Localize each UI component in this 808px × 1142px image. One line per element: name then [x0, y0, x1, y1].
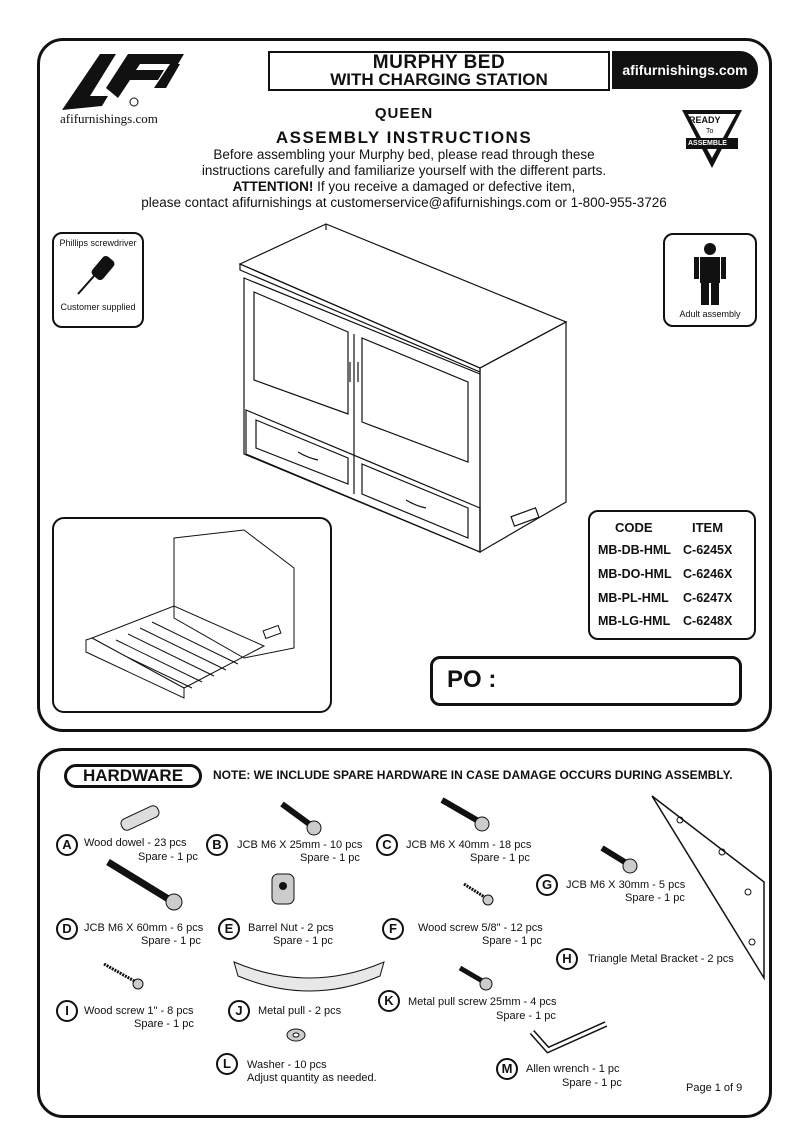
metal-pull-icon [233, 961, 385, 992]
item-b-spare: Spare - 1 pc [300, 852, 360, 864]
badge-k: K [378, 990, 400, 1012]
po-field[interactable]: PO : [430, 656, 742, 706]
ready-to-assemble-badge [682, 110, 742, 168]
hardware-note: NOTE: WE INCLUDE SPARE HARDWARE IN CASE … [213, 768, 733, 782]
logo-text: afifurnishings.com [60, 111, 158, 126]
tool-supply: Customer supplied [60, 302, 136, 312]
item-a-spare: Spare - 1 pc [138, 851, 198, 863]
item-d-spare: Spare - 1 pc [141, 935, 201, 947]
item-row-3: C-6247X [683, 591, 733, 605]
open-bed-frame [52, 517, 332, 713]
pull-screw-icon [458, 965, 493, 991]
item-header: ITEM [692, 520, 724, 535]
item-row-4: C-6248X [683, 614, 733, 628]
code-row-2: MB-DO-HML [598, 567, 672, 581]
badge-f: F [382, 918, 404, 940]
page-number: Page 1 of 9 [686, 1082, 743, 1094]
badge-g: G [536, 874, 558, 896]
badge-l: L [216, 1053, 238, 1075]
intro-line4: please contact afifurnishings at custome… [141, 195, 667, 210]
washer-icon [286, 1028, 306, 1042]
tool-box: Phillips screwdriver Customer supplied [52, 232, 144, 328]
attention-line: ATTENTION! If you receive a damaged or d… [0, 179, 808, 195]
code-table [588, 510, 756, 640]
item-e-spare: Spare - 1 pc [273, 935, 333, 947]
intro-line3: If you receive a damaged or defective it… [313, 179, 576, 194]
badge-to: To [706, 128, 714, 135]
bolt-30mm-icon [600, 845, 638, 874]
allen-wrench-icon [529, 1021, 608, 1054]
item-j-name: Metal pull - 2 pcs [258, 1005, 342, 1017]
item-i-spare: Spare - 1 pc [134, 1018, 194, 1030]
intro-line2: instructions carefully and familiarize y… [201, 163, 607, 178]
title-frame [268, 51, 610, 91]
item-k-name: Metal pull screw 25mm - 4 pcs [408, 996, 557, 1008]
hardware-panel [37, 748, 772, 1118]
screwdriver-icon [77, 255, 115, 295]
badge-ready: READY [689, 115, 721, 125]
assembly-heading: ASSEMBLY INSTRUCTIONS [275, 128, 533, 147]
size-label: QUEEN [374, 105, 434, 122]
adult-assembly-box: Adult assembly [663, 233, 757, 327]
barrel-nut-icon [271, 873, 295, 905]
triangle-bracket-icon [651, 795, 765, 981]
website-pill: afifurnishings.com [612, 51, 758, 89]
title-line1: MURPHY BED [372, 52, 506, 73]
item-i-name: Wood screw 1" - 8 pcs [84, 1005, 194, 1017]
badge-d: D [56, 918, 78, 940]
item-e-name: Barrel Nut - 2 pcs [248, 922, 334, 934]
item-b-name: JCB M6 X 25mm - 10 pcs [237, 839, 363, 851]
item-h-name: Triangle Metal Bracket - 2 pcs [588, 953, 734, 965]
item-l-name: Washer - 10 pcs [247, 1059, 327, 1071]
open-bed-illustration [85, 529, 295, 699]
item-m-name: Allen wrench - 1 pc [526, 1063, 620, 1075]
item-k-spare: Spare - 1 pc [496, 1010, 556, 1022]
item-g-name: JCB M6 X 30mm - 5 pcs [566, 879, 686, 891]
badge-a: A [56, 834, 78, 856]
instructions-panel [37, 38, 772, 732]
badge-c: C [376, 834, 398, 856]
adult-label: Adult assembly [679, 309, 741, 319]
murphy-cabinet-illustration [238, 223, 568, 554]
item-c-spare: Spare - 1 pc [470, 852, 530, 864]
bolt-25mm-icon [280, 801, 322, 836]
badge-i: I [56, 1000, 78, 1022]
badge-j: J [228, 1000, 250, 1022]
po-label: PO : [447, 666, 497, 693]
item-row-2: C-6246X [683, 567, 733, 581]
item-a-name: Wood dowel - 23 pcs [84, 837, 187, 849]
title-line2: WITH CHARGING STATION [330, 70, 548, 89]
item-l-spare: Adjust quantity as needed. [247, 1072, 377, 1084]
attention-label: ATTENTION! [232, 179, 314, 194]
item-f-name: Wood screw 5/8" - 12 pcs [418, 922, 543, 934]
code-header: CODE [615, 520, 653, 535]
afi-logo [62, 54, 184, 110]
item-m-spare: Spare - 1 pc [562, 1077, 622, 1089]
badge-assemble: ASSEMBLE [688, 140, 727, 147]
item-row-1: C-6245X [683, 543, 733, 557]
wood-screw-1in-icon [103, 962, 144, 990]
item-f-spare: Spare - 1 pc [482, 935, 542, 947]
bolt-60mm-icon [106, 859, 183, 911]
code-row-1: MB-DB-HML [598, 543, 671, 557]
code-row-4: MB-LG-HML [598, 614, 671, 628]
wood-dowel-icon [120, 805, 160, 831]
intro-line1: Before assembling your Murphy bed, pleas… [213, 147, 595, 162]
hardware-title: HARDWARE [64, 764, 202, 788]
item-c-name: JCB M6 X 40mm - 18 pcs [406, 839, 532, 851]
person-icon [694, 243, 726, 305]
tool-label: Phillips screwdriver [59, 238, 137, 248]
code-row-3: MB-PL-HML [598, 591, 669, 605]
badge-e: E [218, 918, 240, 940]
item-d-name: JCB M6 X 60mm - 6 pcs [84, 922, 204, 934]
badge-b: B [206, 834, 228, 856]
wood-screw-58-icon [463, 882, 494, 906]
bolt-40mm-icon [440, 797, 490, 832]
badge-m: M [496, 1058, 518, 1080]
badge-h: H [556, 948, 578, 970]
item-g-spare: Spare - 1 pc [625, 892, 685, 904]
